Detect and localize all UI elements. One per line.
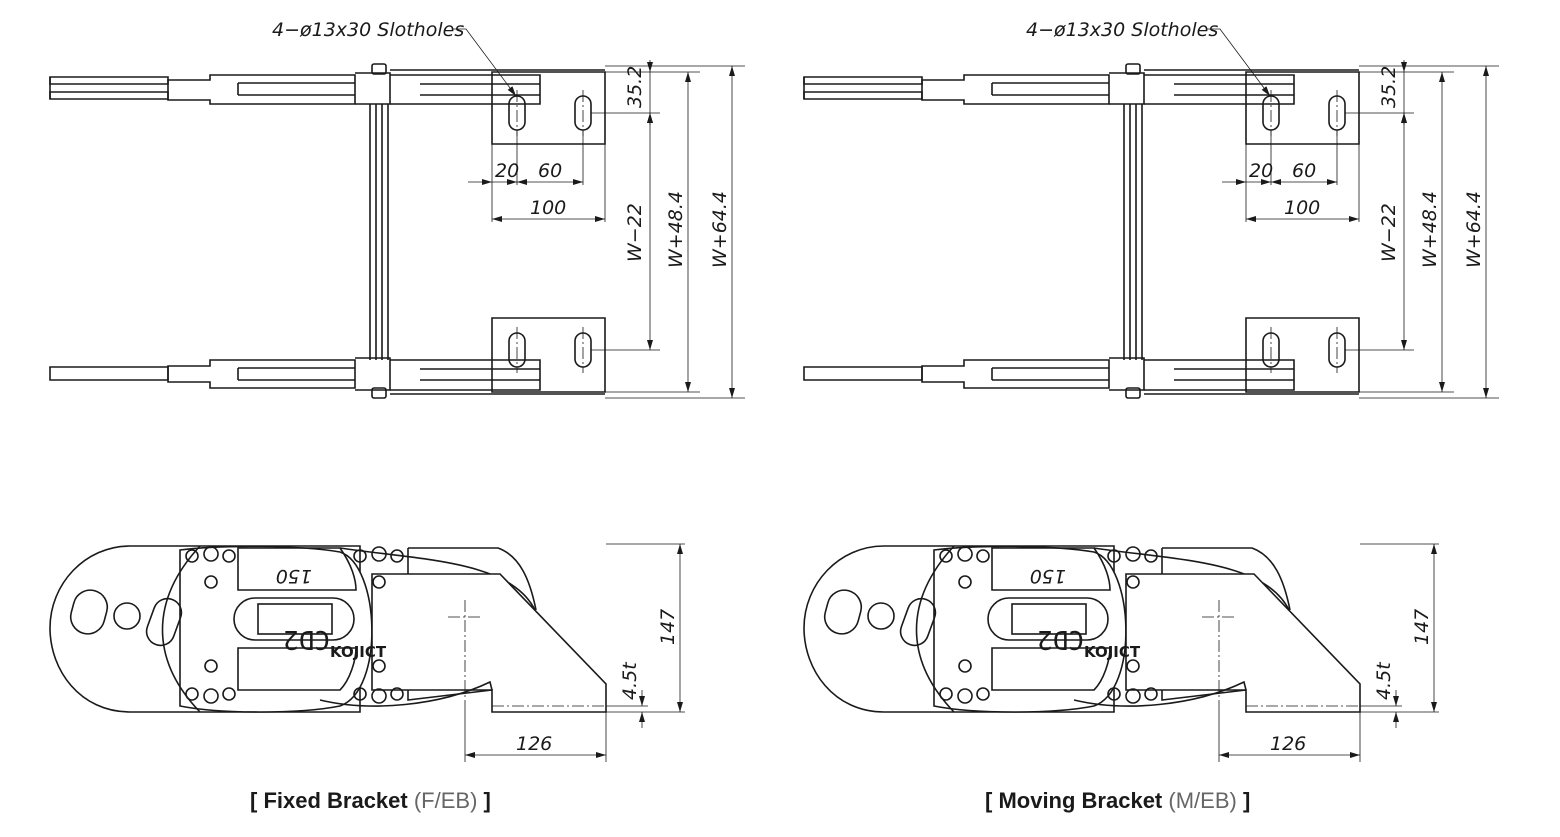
dim-slot-gap: 35.2: [1378, 66, 1400, 108]
fixed-top-view: 4−ø13x30 Slotholes 20 60 100 35.2 W−22 W…: [50, 19, 745, 398]
dim-mid-width: W+48.4: [665, 191, 687, 268]
slothole-callout: 4−ø13x30 Slotholes: [272, 19, 464, 41]
dim-length: 126: [516, 733, 552, 755]
caption-code: (F/EB): [413, 788, 478, 813]
caption-code: (M/EB): [1168, 788, 1237, 813]
caption-title: [ Moving Bracket: [985, 788, 1163, 813]
dim-inner-width: W−22: [1378, 203, 1400, 262]
brand-mark: KOJICT: [330, 643, 387, 661]
caption-close: ]: [483, 788, 491, 813]
dim-offset: 20: [1249, 160, 1273, 182]
moving-top-view: 4−ø13x30 Slotholes 20 60 100 35.2 W−22 W…: [804, 19, 1499, 398]
brand-mark: KOJICT: [1084, 643, 1141, 661]
caption-close: ]: [1242, 788, 1251, 813]
dim-height: 147: [1411, 609, 1433, 645]
fixed-bracket-caption: [ Fixed Bracket (F/EB) ]: [250, 788, 491, 814]
dim-outer-width: W+64.4: [709, 191, 731, 268]
link-number: 150: [1030, 565, 1066, 587]
dim-slot-gap: 35.2: [624, 66, 646, 108]
link-model: CD2: [283, 624, 330, 654]
dim-offset: 20: [495, 160, 519, 182]
dim-outer-width: W+64.4: [1463, 191, 1485, 268]
caption-title: [ Fixed Bracket: [250, 788, 408, 813]
moving-bracket-caption: [ Moving Bracket (M/EB) ]: [985, 788, 1250, 814]
dim-plate-length: 100: [530, 197, 566, 219]
dim-thickness: 4.5t: [619, 661, 641, 700]
dim-length: 126: [1270, 733, 1306, 755]
dim-pitch: 60: [538, 160, 562, 182]
link-model: CD2: [1037, 624, 1084, 654]
dim-thickness: 4.5t: [1373, 661, 1395, 700]
dim-inner-width: W−22: [624, 203, 646, 262]
dim-height: 147: [657, 609, 679, 645]
slothole-callout: 4−ø13x30 Slotholes: [1026, 19, 1218, 41]
moving-side-view: 150 CD2 KOJICT 147 4.5t 126: [804, 544, 1439, 762]
dim-pitch: 60: [1292, 160, 1316, 182]
dim-plate-length: 100: [1284, 197, 1320, 219]
link-number: 150: [276, 565, 312, 587]
fixed-side-view: 150 CD2 KOJICT 147 4.5t 126: [50, 544, 685, 762]
dim-mid-width: W+48.4: [1419, 191, 1441, 268]
